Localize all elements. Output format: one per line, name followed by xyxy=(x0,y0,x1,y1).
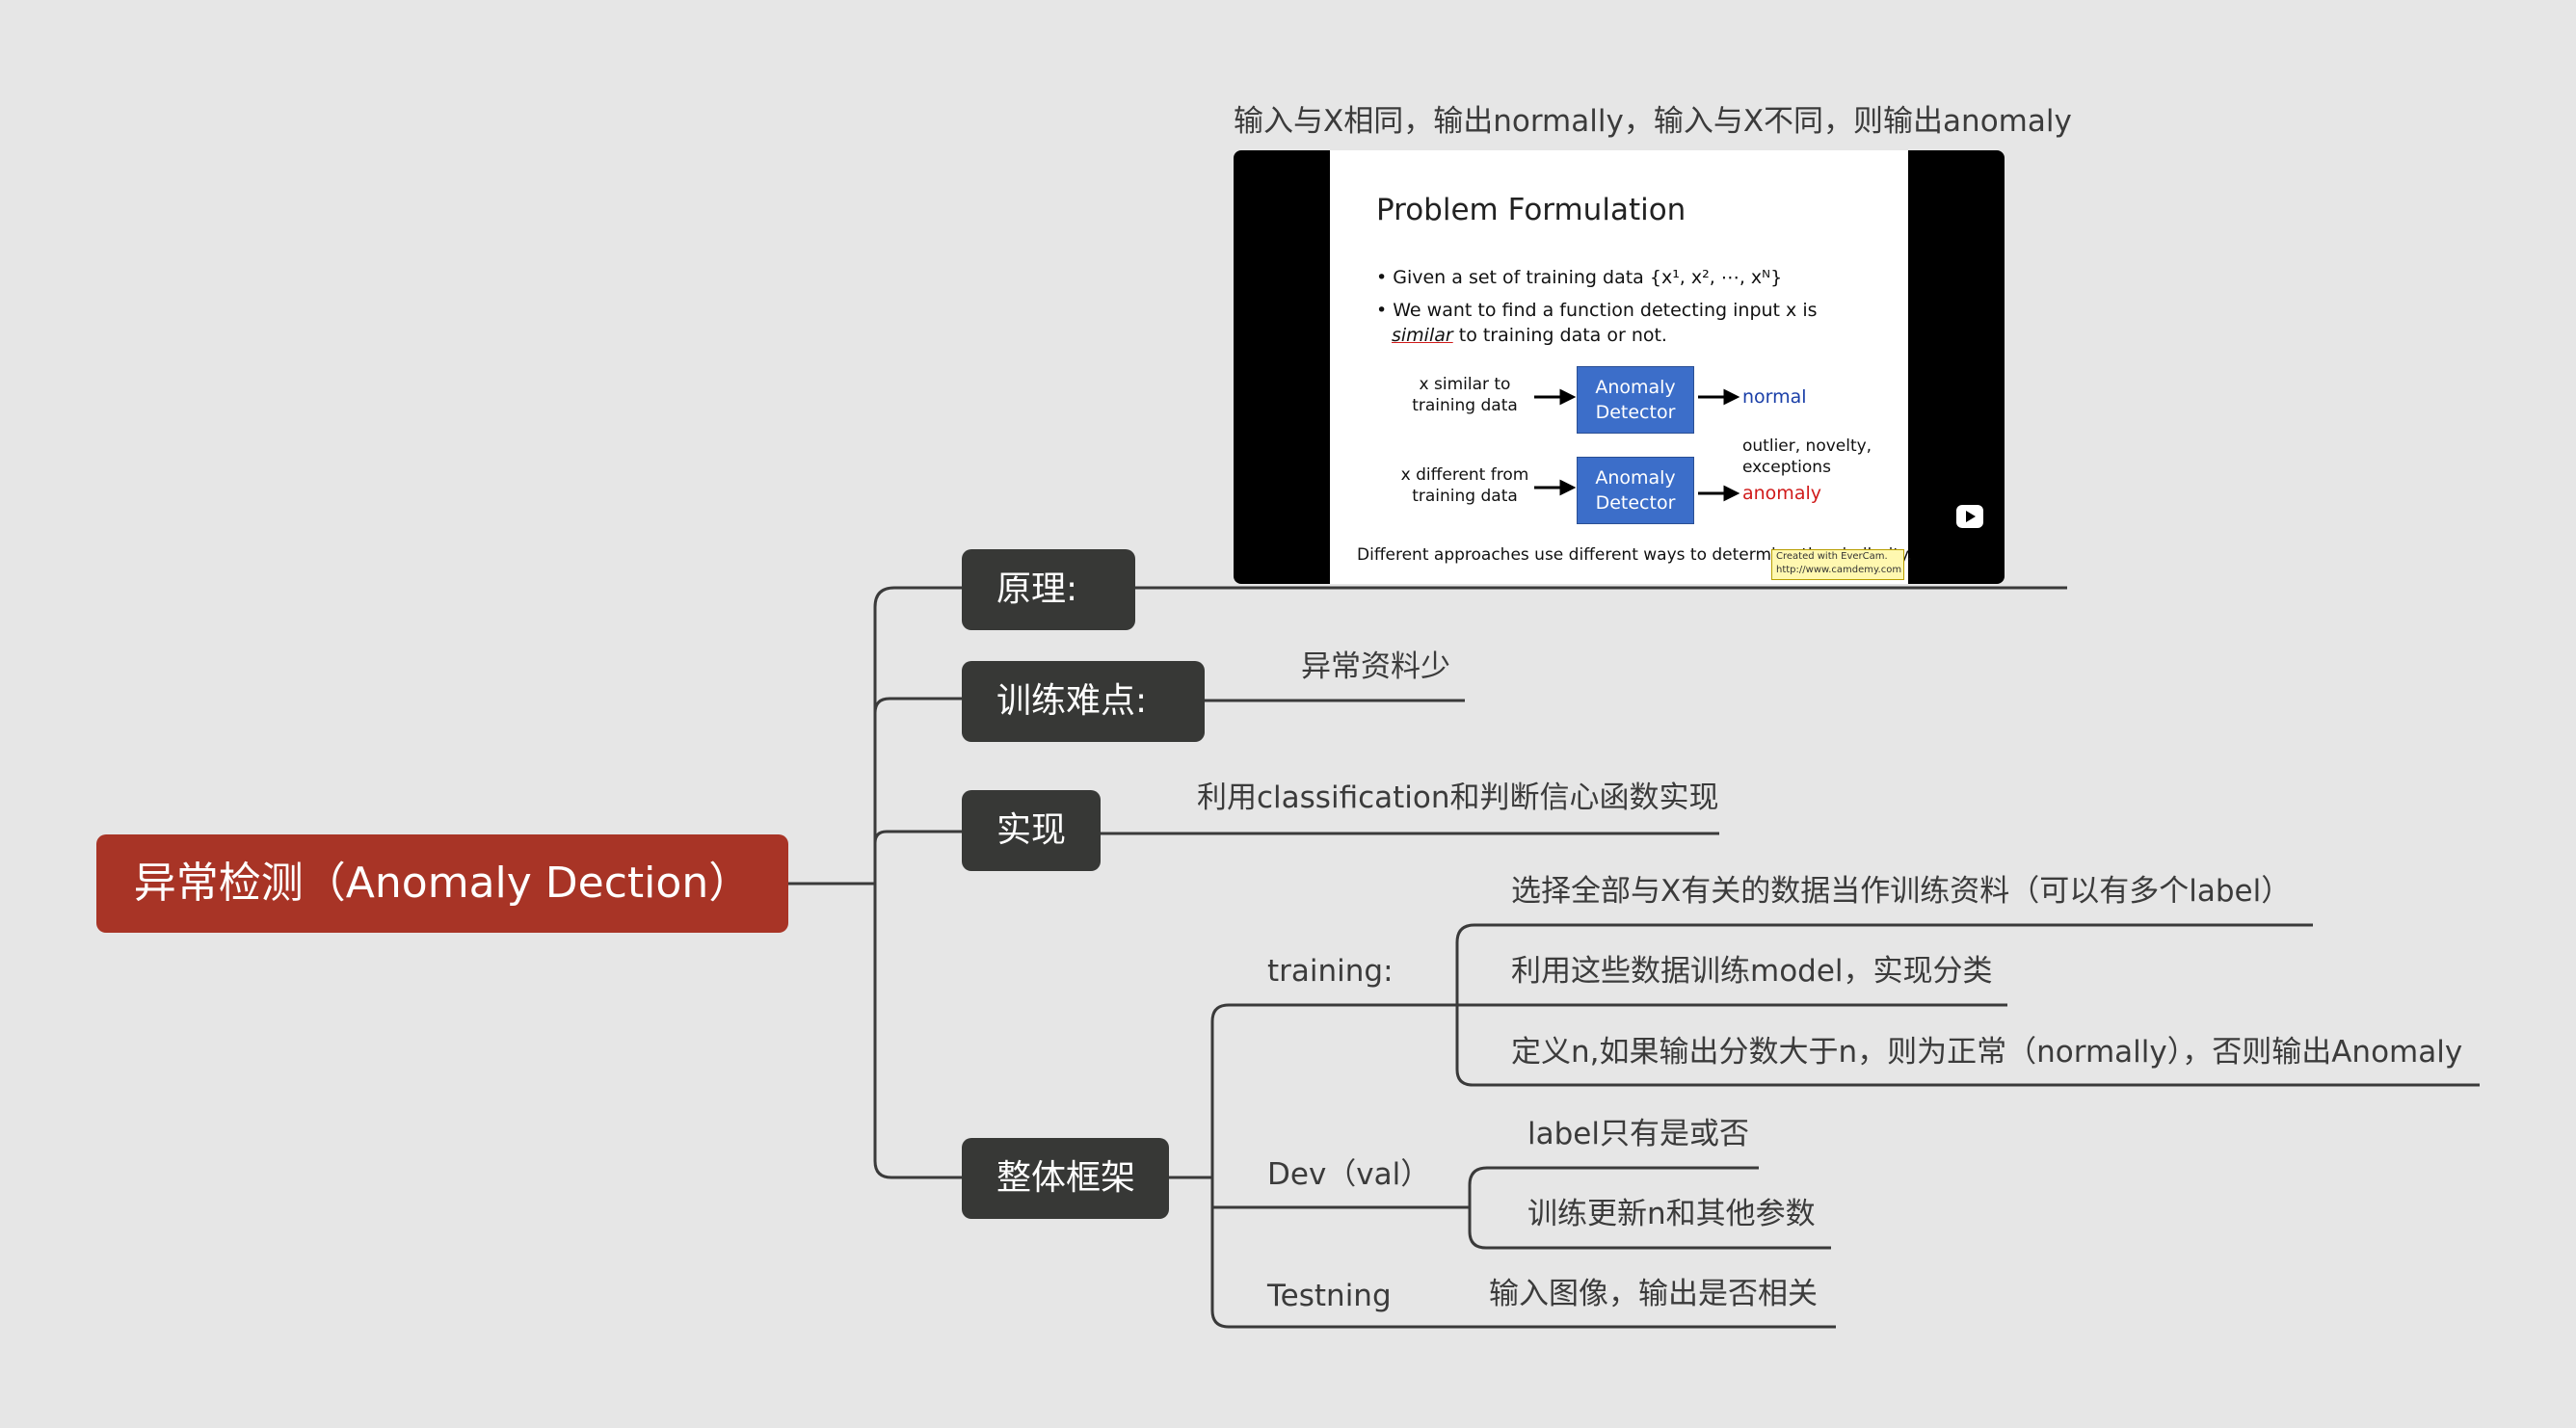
dev-item-1[interactable]: label只有是或否 xyxy=(1527,1117,1749,1151)
testing-label[interactable]: Testning xyxy=(1267,1279,1392,1313)
principle-note: 输入与X相同，输出normally，输入与X不同，则输出anomaly xyxy=(1234,104,2072,139)
branch-difficulty[interactable]: 训练难点: xyxy=(962,661,1205,742)
slide-arrows xyxy=(1534,388,1740,502)
branch-principle[interactable]: 原理: xyxy=(962,549,1135,630)
training-item-1[interactable]: 选择全部与X有关的数据当作训练资料（可以有多个label） xyxy=(1511,874,2292,909)
detector-2-line2: Detector xyxy=(1595,492,1676,514)
slide-similar-word: similar xyxy=(1392,325,1453,346)
slide-bullet-1: • Given a set of training data {x¹, x², … xyxy=(1376,267,1783,288)
row2-input-line2: training data xyxy=(1412,487,1518,506)
evercam-line2: http://www.camdemy.com xyxy=(1776,565,1902,575)
row1-input-line2: training data xyxy=(1412,396,1518,415)
row2-extra-line2: exceptions xyxy=(1742,458,1831,477)
dev-label[interactable]: Dev（val） xyxy=(1267,1157,1431,1192)
normal-output: normal xyxy=(1742,386,1807,408)
row1-input-label: x similar to training data xyxy=(1397,374,1532,416)
evercam-line1: Created with EverCam. xyxy=(1776,551,1888,562)
training-item-2[interactable]: 利用这些数据训练model，实现分类 xyxy=(1511,954,1993,989)
evercam-watermark: Created with EverCam. http://www.camdemy… xyxy=(1771,549,1904,580)
slide-title: Problem Formulation xyxy=(1376,193,1686,227)
training-label[interactable]: training: xyxy=(1267,954,1394,989)
row2-input-label: x different from training data xyxy=(1388,464,1542,507)
row2-input-line1: x different from xyxy=(1400,465,1529,485)
detector-1-line2: Detector xyxy=(1595,402,1676,423)
testing-item-1[interactable]: 输入图像，输出是否相关 xyxy=(1489,1277,1818,1311)
anomaly-detector-2: Anomaly Detector xyxy=(1577,457,1694,524)
root-node[interactable]: 异常检测（Anomaly Dection） xyxy=(96,834,788,933)
difficulty-leaf[interactable]: 异常资料少 xyxy=(1301,649,1450,684)
implementation-leaf[interactable]: 利用classification和判断信心函数实现 xyxy=(1197,780,1719,815)
detector-1-line1: Anomaly xyxy=(1595,377,1676,398)
branch-framework[interactable]: 整体框架 xyxy=(962,1138,1169,1219)
slide-bullet-2-rest: to training data or not. xyxy=(1452,325,1667,346)
slide-content: Problem Formulation • Given a set of tra… xyxy=(1330,150,1912,584)
dev-item-2[interactable]: 训练更新n和其他参数 xyxy=(1527,1197,1816,1231)
anomaly-detector-1: Anomaly Detector xyxy=(1577,366,1694,434)
slide-bullet-2-cont: similar to training data or not. xyxy=(1392,324,1667,347)
branch-implementation[interactable]: 实现 xyxy=(962,790,1101,871)
row1-input-line1: x similar to xyxy=(1419,375,1511,394)
slide-bullet-2: • We want to find a function detecting i… xyxy=(1376,300,1818,321)
principle-image: Problem Formulation • Given a set of tra… xyxy=(1234,150,2005,584)
anomaly-output: anomaly xyxy=(1742,483,1821,504)
row2-extra-line1: outlier, novelty, xyxy=(1742,436,1872,456)
training-item-3[interactable]: 定义n,如果输出分数大于n，则为正常（normally），否则输出Anomaly xyxy=(1511,1035,2463,1070)
detector-2-line1: Anomaly xyxy=(1595,467,1676,489)
row2-extra-label: outlier, novelty, exceptions xyxy=(1742,436,1872,478)
play-icon[interactable] xyxy=(1956,505,1983,528)
